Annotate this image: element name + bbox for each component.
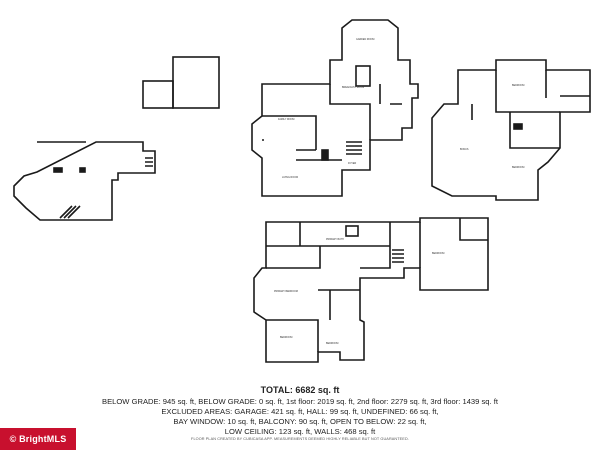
- second-floor-plan: [253, 217, 489, 363]
- basement-small-room: [142, 80, 174, 109]
- third-floor-plan: [431, 59, 591, 201]
- second-floor-tub: [345, 225, 359, 237]
- second-floor-stairs: [392, 249, 404, 263]
- second-floor-outline: [253, 217, 489, 363]
- label-dining: GARDEN ROOM: [356, 38, 374, 41]
- basement-fixture: [53, 167, 63, 173]
- label-bedroom-2b: BEDROOM: [280, 336, 292, 339]
- disclaimer-text: FLOOR PLAN CREATED BY CUBICASA APP. MEAS…: [191, 437, 409, 441]
- area-line-ceiling: LOW CEILING: 123 sq. ft, WALLS: 468 sq. …: [224, 427, 376, 436]
- first-floor-plan: [251, 19, 419, 197]
- label-family: FAMILY ROOM: [278, 118, 294, 121]
- third-floor-labels: BONUS BEDROOM BEDROOM: [460, 84, 524, 169]
- area-line-excluded: EXCLUDED AREAS: GARAGE: 421 sq. ft, HALL…: [161, 407, 439, 416]
- basement-plan: [13, 56, 220, 221]
- label-bedroom-2c: BEDROOM: [326, 342, 338, 345]
- kitchen-island: [355, 65, 371, 87]
- label-breakfast: BREAKFAST ROOM: [342, 86, 364, 89]
- floor-plans: GARDEN ROOM BREAKFAST ROOM FAMILY ROOM L…: [13, 19, 591, 363]
- label-bedroom-3b: BEDROOM: [512, 166, 524, 169]
- third-floor-inner-walls: [471, 70, 590, 149]
- basement-stair: [59, 205, 81, 219]
- label-bonus: BONUS: [460, 148, 469, 151]
- first-floor-labels: GARDEN ROOM BREAKFAST ROOM FAMILY ROOM L…: [278, 38, 374, 179]
- third-floor-fixture: [513, 123, 523, 130]
- third-floor-outline: [431, 59, 591, 201]
- brightmls-badge: © BrightMLS: [0, 428, 76, 450]
- area-line-bay: BAY WINDOW: 10 sq. ft, BALCONY: 90 sq. f…: [173, 417, 427, 426]
- label-living: LIVING ROOM: [282, 176, 298, 179]
- first-floor-outline: [251, 19, 419, 197]
- second-floor-inner-walls: [266, 218, 488, 352]
- garage-room: [172, 56, 220, 109]
- first-floor-stairs: [346, 141, 362, 155]
- first-floor-fireplace: [321, 149, 329, 161]
- area-line-floors: BELOW GRADE: 945 sq. ft, BELOW GRADE: 0 …: [102, 397, 498, 406]
- label-primary-bedroom: PRIMARY BEDROOM: [274, 290, 298, 293]
- basement-fixture-2: [79, 167, 86, 173]
- label-bedroom-3a: BEDROOM: [512, 84, 524, 87]
- first-floor-inner-walls: [262, 84, 402, 161]
- brightmls-badge-text: © BrightMLS: [9, 434, 67, 444]
- basement-stairs-right: [145, 157, 153, 167]
- second-floor-labels: PRIMARY BEDROOM PRIMARY BATH BEDROOM BED…: [274, 238, 444, 345]
- label-primary-bath: PRIMARY BATH: [326, 238, 344, 241]
- label-bedroom-2a: BEDROOM: [432, 252, 444, 255]
- basement-outline: [13, 141, 156, 221]
- label-foyer: FOYER: [348, 162, 357, 165]
- total-area: TOTAL: 6682 sq. ft: [260, 385, 340, 395]
